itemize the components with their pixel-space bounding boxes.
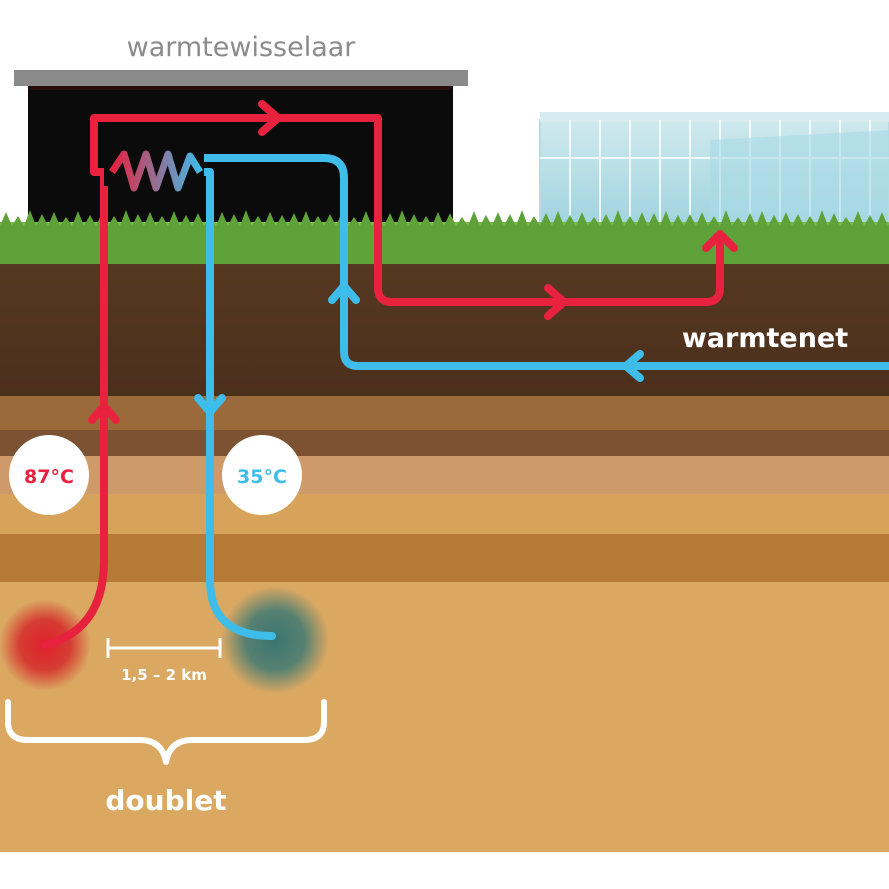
hot-flow-arrows xyxy=(88,100,738,424)
cold-well xyxy=(221,586,329,694)
svg-text:35°C: 35°C xyxy=(237,466,287,488)
doublet-brace xyxy=(5,699,327,765)
network-label: warmtenet xyxy=(682,323,848,354)
arrow-up-hot xyxy=(88,402,120,424)
grass xyxy=(0,210,889,264)
sand-layer-1 xyxy=(0,456,889,496)
cold-flow-arrows xyxy=(194,282,644,416)
arrow-right-network xyxy=(544,284,568,320)
bottom-margin xyxy=(0,852,889,889)
cold-temp-badge: 35°C xyxy=(222,435,302,515)
building-label: warmtewisselaar xyxy=(127,32,357,63)
building-roof xyxy=(14,70,468,86)
greenhouse xyxy=(539,112,889,229)
dark-layer xyxy=(0,430,889,458)
hot-temp-badge: 87°C xyxy=(9,435,89,515)
arrow-up-return xyxy=(328,282,360,304)
arrow-up-greenhouse xyxy=(702,230,738,252)
distance-scale xyxy=(106,638,222,658)
cold-pipe xyxy=(186,154,889,640)
sand-layer-2 xyxy=(0,494,889,536)
svg-text:87°C: 87°C xyxy=(24,466,74,488)
clay-layer xyxy=(0,396,889,436)
aquifer-band xyxy=(0,534,889,584)
arrow-down-cold xyxy=(194,394,226,416)
deep-sand-layer xyxy=(0,582,889,854)
coil-icon xyxy=(104,150,204,192)
distance-label: 1,5 – 2 km xyxy=(121,666,207,684)
hot-pipe xyxy=(41,114,724,649)
arrow-right-top xyxy=(258,100,282,136)
arrow-left-network xyxy=(622,350,644,382)
doublet-label: doublet xyxy=(105,784,226,817)
heat-exchanger-building xyxy=(14,70,468,234)
